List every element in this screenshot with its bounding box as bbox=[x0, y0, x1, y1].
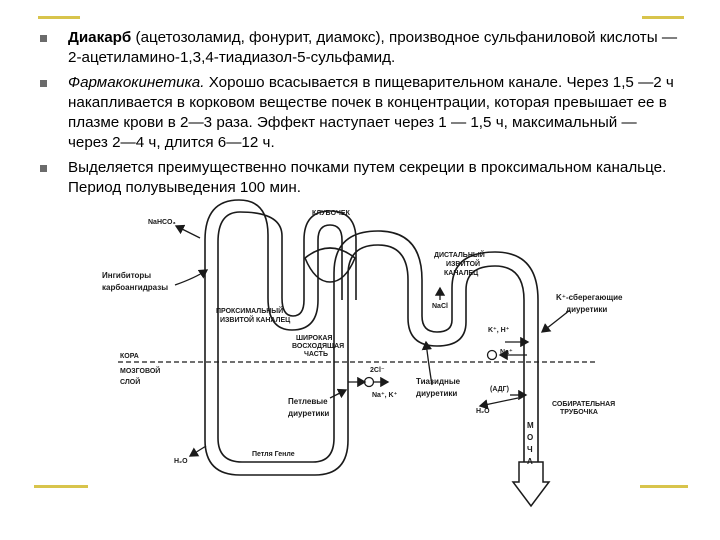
bottom-right-rule bbox=[640, 485, 688, 488]
bullet-marker bbox=[40, 35, 47, 42]
ksparing-label-1: K⁺-сберегающие bbox=[556, 293, 623, 302]
distal-label-3: КАНАЛЕЦ bbox=[444, 270, 479, 277]
inhibitor-arrow bbox=[174, 269, 209, 286]
bullet-item-pharmacokinetics: Фармакокинетика. Хорошо всасывается в пи… bbox=[40, 73, 680, 153]
thiazide-arrow bbox=[421, 340, 433, 386]
bullet-text: Хорошо всасывается в пищеварительном кан… bbox=[68, 74, 674, 151]
loop-diuretics-label-1: Петлевые bbox=[288, 397, 328, 406]
water-reabsorption-arrow bbox=[478, 397, 519, 410]
bullet-item-excretion: Выделяется преимущественно почками путем… bbox=[40, 158, 680, 198]
flow-arrows bbox=[174, 224, 571, 457]
cortex-label: КОРА bbox=[120, 353, 139, 360]
urine-letter: О bbox=[527, 433, 533, 442]
nahco3-label: NaHCO₃ bbox=[148, 219, 176, 226]
henle-loop-label: Петля Генле bbox=[252, 451, 295, 458]
proximal-label-2: ИЗВИТОЙ КАНАЛЕЦ bbox=[220, 315, 291, 324]
thiazide-label-2: диуретики bbox=[416, 389, 457, 398]
water-out-arrow bbox=[188, 445, 207, 457]
loop-pump-icon bbox=[363, 376, 375, 388]
distal-label-2: ИЗВИТОЙ bbox=[446, 259, 480, 268]
distal-pump-icon bbox=[486, 349, 498, 361]
inhibitors-label-1: Ингибиторы bbox=[102, 271, 151, 280]
collecting-label-2: ТРУБОЧКА bbox=[560, 409, 598, 416]
loop-diuretics-label-2: диуретики bbox=[288, 409, 329, 418]
water-left-label: H₂O bbox=[174, 458, 188, 465]
wide-ascending-label-2: ВОСХОДЯЩАЯ bbox=[292, 343, 344, 350]
water-right-label: H₂O bbox=[476, 408, 490, 415]
two-cl-label: 2Cl⁻ bbox=[370, 367, 385, 374]
bottom-left-rule bbox=[34, 485, 88, 488]
bullet-item-diakarb: Диакарб (ацетозоламид, фонурит, диамокс)… bbox=[40, 28, 680, 68]
adh-label: (АДГ) bbox=[490, 386, 509, 393]
bullet-marker bbox=[40, 80, 47, 87]
bullet-text: Выделяется преимущественно почками путем… bbox=[68, 159, 667, 196]
kh-label: K⁺, H⁺ bbox=[488, 326, 510, 334]
urine-letter: А bbox=[527, 457, 533, 466]
drug-name: Диакарб bbox=[68, 29, 132, 46]
top-right-rule bbox=[642, 16, 684, 19]
medulla-label-1: МОЗГОВОЙ bbox=[120, 366, 160, 375]
collecting-label-1: СОБИРАТЕЛЬНАЯ bbox=[552, 401, 615, 408]
top-left-rule bbox=[38, 16, 80, 19]
nephron-tubule bbox=[204, 199, 539, 476]
bullet-marker bbox=[40, 165, 47, 172]
ksparing-label-2: диуретики bbox=[566, 305, 607, 314]
urine-letter: Ч bbox=[527, 445, 533, 454]
bullet-text: (ацетозоламид, фонурит, диамокс), произв… bbox=[68, 29, 678, 66]
wide-ascending-label-3: ЧАСТЬ bbox=[304, 351, 328, 358]
wide-ascending-label-1: ШИРОКАЯ bbox=[296, 335, 332, 342]
bullet-list: Диакарб (ацетозоламид, фонурит, диамокс)… bbox=[40, 28, 680, 203]
urine-outflow-arrow bbox=[511, 461, 551, 508]
na-k-label: Na⁺, K⁺ bbox=[372, 391, 398, 399]
medulla-label-2: СЛОЙ bbox=[120, 377, 140, 386]
ksparing-arrow bbox=[540, 309, 571, 333]
nacl-label: NaCl bbox=[432, 303, 448, 310]
urine-letter: М bbox=[527, 421, 534, 430]
proximal-label-1: ПРОКСИМАЛЬНЫЙ bbox=[216, 306, 283, 315]
thiazide-label-1: Тиазидные bbox=[416, 377, 461, 386]
bicarbonate-arrow bbox=[174, 224, 201, 239]
na-label: Na⁺ bbox=[500, 348, 513, 356]
distal-label-1: ДИСТАЛЬНЫЙ bbox=[434, 250, 485, 259]
loop-diuretic-arrow bbox=[329, 388, 348, 399]
inhibitors-label-2: карбоангидразы bbox=[102, 283, 168, 292]
section-term: Фармакокинетика. bbox=[68, 74, 205, 91]
glomerulus-label: КЛУБОЧЕК bbox=[312, 210, 351, 217]
